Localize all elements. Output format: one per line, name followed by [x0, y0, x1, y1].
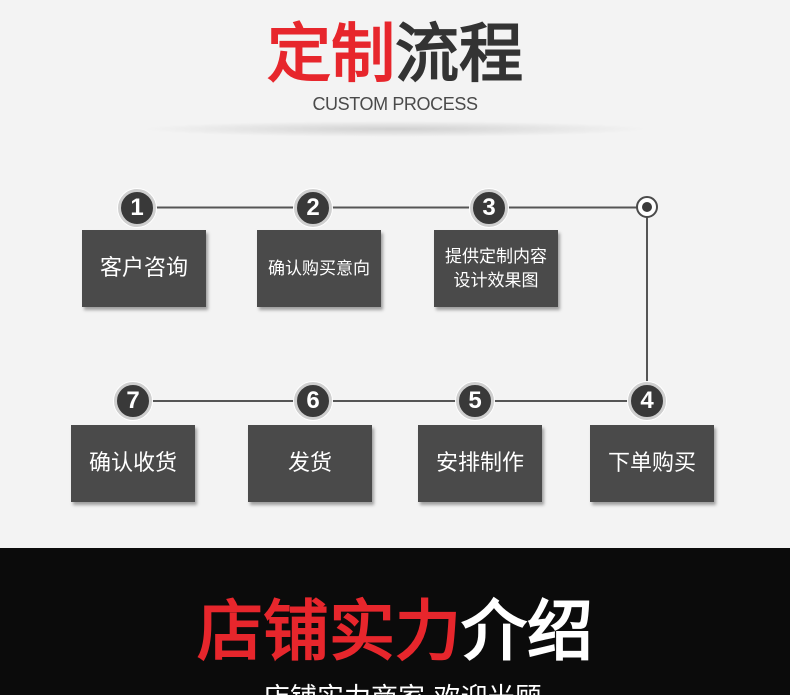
step-box-2: 确认购买意向: [257, 230, 381, 307]
step-box-5: 安排制作: [418, 425, 542, 502]
step-box-4: 下单购买: [590, 425, 714, 502]
title-highlight: 定制: [267, 18, 395, 92]
step-label-line2: 设计效果图: [453, 270, 539, 291]
step-number-7: 7: [114, 382, 152, 420]
step-label: 下单购买: [607, 450, 696, 476]
store-tagline: 店铺实力商家 欢迎光顾: [263, 684, 542, 695]
title-rest: 流程: [395, 18, 523, 92]
step-box-6: 发货: [248, 425, 372, 502]
step-box-1: 客户咨询: [82, 230, 206, 307]
store-title-highlight: 店铺实力: [197, 593, 461, 670]
step-number-2: 2: [294, 189, 332, 227]
step-label: 确认收货: [88, 450, 177, 476]
step-label: 确认购买意向: [268, 258, 370, 279]
step-label: 客户咨询: [99, 255, 188, 281]
step-number-4: 4: [628, 382, 666, 420]
store-section-band: [0, 548, 790, 695]
step-number-1: 1: [118, 189, 156, 227]
step-box-3: 提供定制内容 设计效果图: [434, 230, 558, 307]
page-subtitle: CUSTOM PROCESS: [312, 94, 478, 114]
step-label: 发货: [287, 450, 332, 476]
step-label: 安排制作: [435, 450, 524, 476]
step-number-3: 3: [470, 189, 508, 227]
step-number-5: 5: [456, 382, 494, 420]
flow-corner-dot: [642, 202, 652, 212]
step-label-line1: 提供定制内容: [445, 246, 547, 267]
flow-corner-node: [636, 196, 658, 218]
title-divider: [140, 121, 650, 137]
store-title-rest: 介绍: [461, 593, 593, 670]
store-section-title: 店铺实力介绍: [0, 596, 790, 668]
page-title: 定制流程: [0, 20, 790, 90]
step-number-6: 6: [294, 382, 332, 420]
step-box-7: 确认收货: [71, 425, 195, 502]
